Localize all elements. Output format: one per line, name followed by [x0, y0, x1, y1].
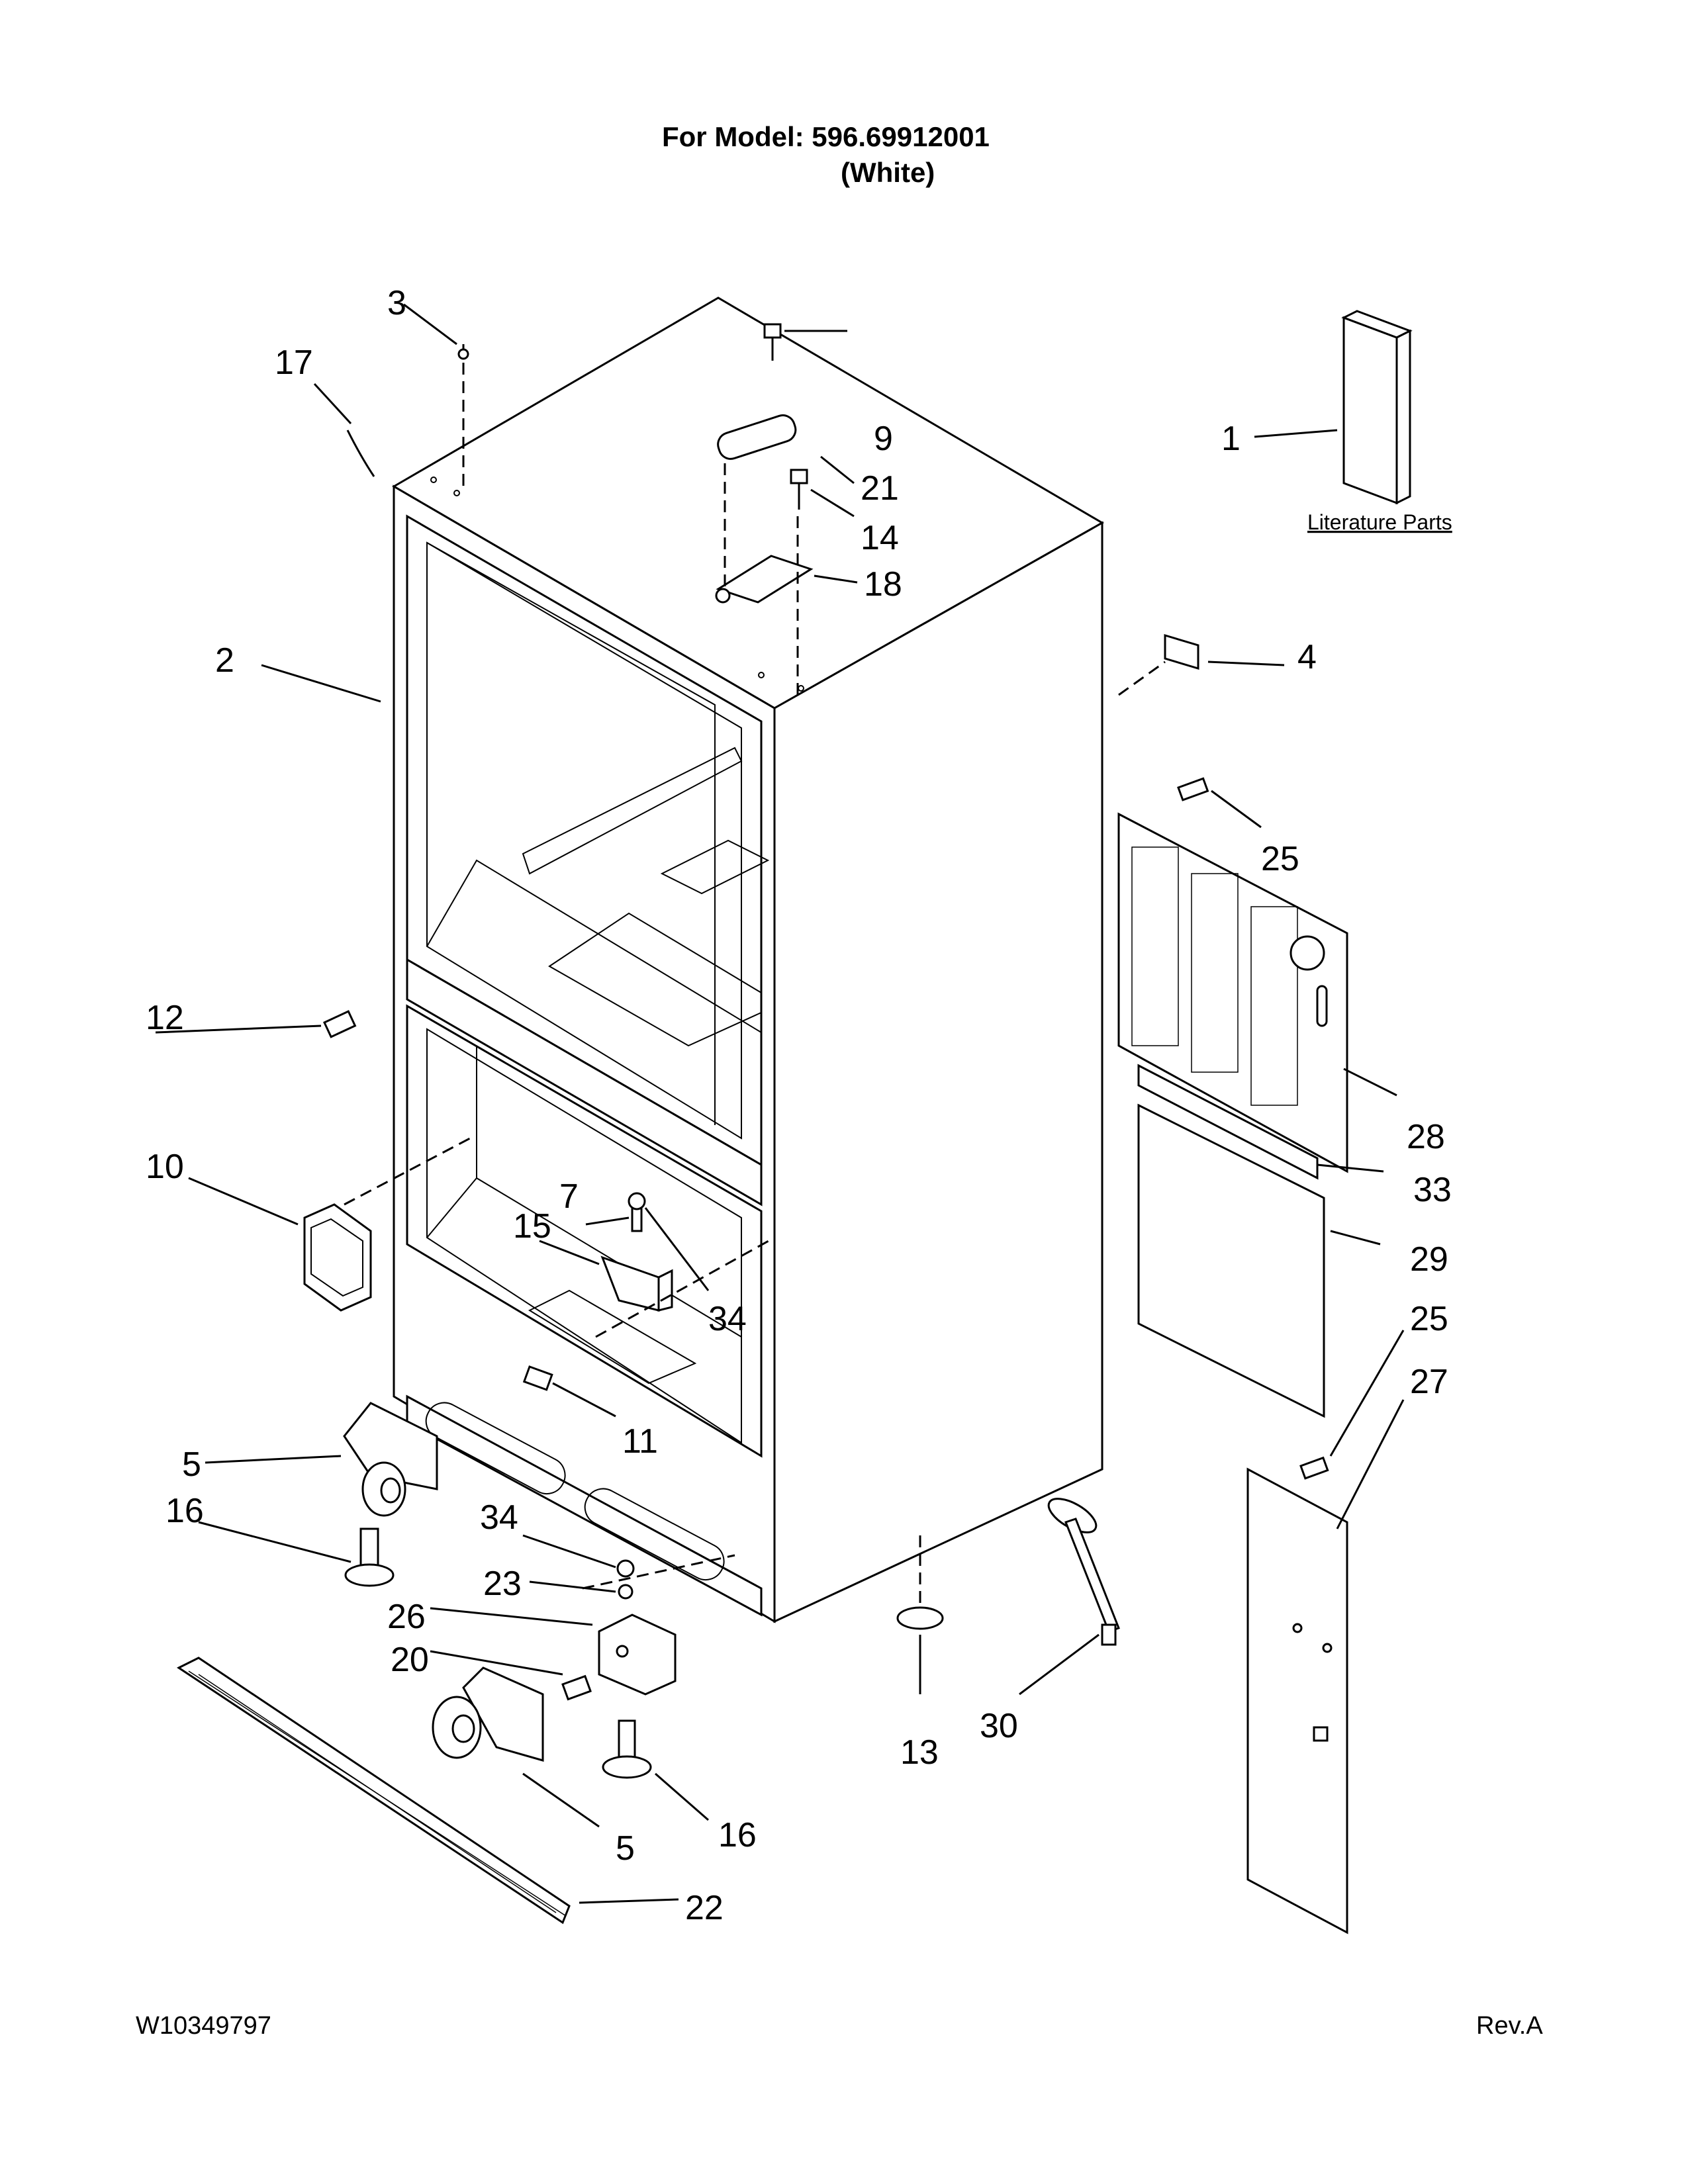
callout-7: 7: [559, 1177, 579, 1216]
callout-13: 13: [900, 1733, 939, 1772]
cabinet: [392, 296, 1105, 1623]
model-color: (White): [841, 157, 935, 188]
callout-12: 12: [146, 999, 184, 1037]
callout-26: 26: [387, 1598, 426, 1636]
icemaker-cover-10: [303, 1203, 372, 1312]
callout-25-lower: 25: [1410, 1300, 1448, 1338]
callout-34-lower: 34: [480, 1498, 518, 1537]
callout-22: 22: [685, 1889, 724, 1927]
callout-5-left: 5: [182, 1445, 201, 1484]
callout-33: 33: [1413, 1171, 1452, 1209]
callout-34-upper: 34: [708, 1300, 747, 1338]
screw-20: [561, 1674, 592, 1701]
foam-panel-29: [1137, 1103, 1325, 1418]
callout-1: 1: [1221, 420, 1241, 458]
callout-30: 30: [980, 1707, 1018, 1745]
rear-grille-panel: [1117, 812, 1348, 1173]
leveling-leg-16-right: [602, 1719, 652, 1779]
callout-17: 17: [275, 343, 313, 382]
callout-23: 23: [483, 1565, 522, 1603]
screw-11: [522, 1365, 553, 1391]
callout-5-right: 5: [616, 1829, 635, 1868]
literature-parts-booklet: [1341, 310, 1413, 505]
top-hinge: [715, 555, 814, 604]
callout-15: 15: [513, 1207, 551, 1246]
leveling-leg-16-left: [344, 1527, 395, 1587]
screw-23: [618, 1584, 633, 1600]
callout-29: 29: [1410, 1240, 1448, 1279]
callout-28: 28: [1407, 1118, 1445, 1156]
callout-3: 3: [387, 284, 406, 322]
seal-strip-33: [1137, 1064, 1319, 1180]
literature-parts-label: Literature Parts: [1307, 510, 1452, 534]
callout-9: 9: [874, 420, 893, 458]
callout-18: 18: [864, 565, 902, 604]
washer-34-upper: [628, 1192, 646, 1210]
washer-34-lower: [616, 1559, 635, 1578]
model-number: For Model: 596.69912001: [662, 121, 990, 152]
roller-bracket-5-right: [432, 1666, 544, 1762]
callout-21: 21: [861, 469, 899, 508]
callout-14: 14: [861, 519, 899, 557]
callout-2: 2: [215, 641, 234, 680]
access-cover-27: [1246, 1467, 1348, 1934]
revision-label: Rev.A: [1476, 2012, 1543, 2040]
callout-labels: 3 17 1 2 9 21 14 18 4 25 28 33 29 12 10 …: [146, 284, 1452, 1927]
callout-10: 10: [146, 1148, 184, 1186]
callout-27: 27: [1410, 1363, 1448, 1401]
callout-16-left: 16: [165, 1492, 204, 1530]
callout-4: 4: [1297, 638, 1317, 676]
top-hinge-cover: [717, 414, 797, 460]
screw-25-lower: [1299, 1456, 1329, 1480]
screw-12: [323, 1010, 357, 1038]
screw-25-upper: [1177, 777, 1209, 801]
model-header: For Model: 596.69912001 (White): [662, 119, 1059, 191]
leveling-bracket-26: [598, 1614, 677, 1696]
roller-bracket-5-left: [343, 1402, 438, 1517]
callout-20: 20: [391, 1641, 429, 1679]
callout-16-right: 16: [718, 1816, 757, 1854]
document-number: W10349797: [136, 2012, 271, 2040]
screw-3: [457, 348, 469, 360]
tube-17: [346, 430, 375, 477]
callout-11: 11: [622, 1422, 658, 1461]
hinge-screw-14: [790, 469, 808, 510]
hinge-screw-9: [763, 323, 782, 361]
base-grille-22: [177, 1657, 571, 1925]
callout-25-upper: 25: [1261, 840, 1299, 878]
leader-lines: [155, 303, 1405, 1904]
wrench-30: [1047, 1498, 1120, 1646]
plug-13: [896, 1606, 944, 1630]
label-4: [1164, 633, 1199, 670]
